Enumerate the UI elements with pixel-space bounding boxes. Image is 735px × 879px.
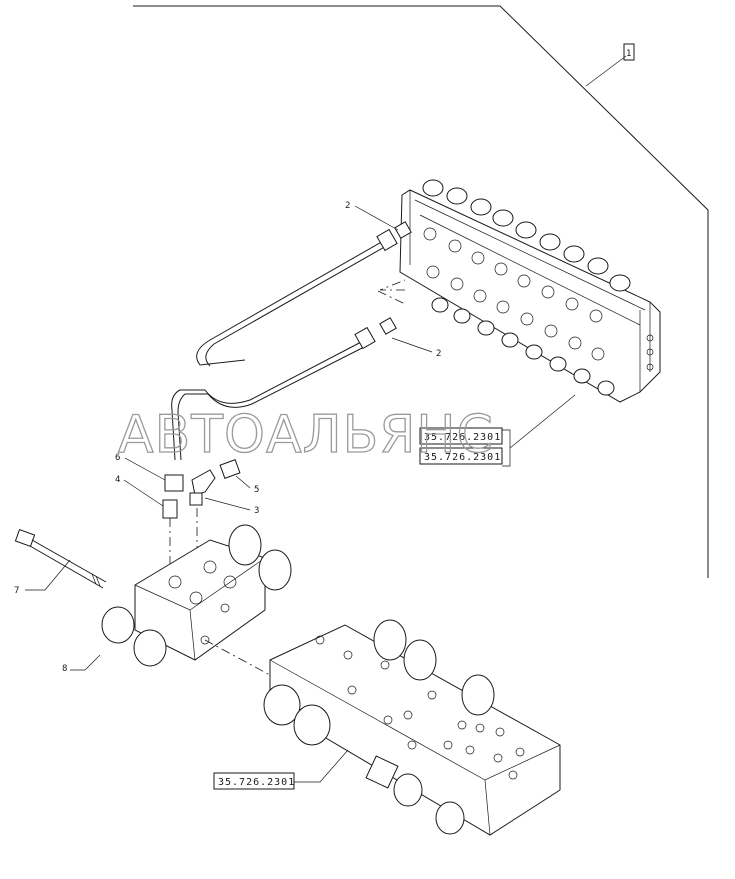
callout-6-label: 6 — [115, 453, 120, 463]
callout-8-label: 8 — [62, 664, 67, 674]
fitting-2-upper: 2 — [345, 201, 412, 252]
callout-1: 1 — [623, 43, 635, 61]
lower-valve-bank — [263, 619, 561, 836]
lower-reference-box: 35.726.2301 — [213, 749, 349, 790]
callout-2b-label: 2 — [436, 349, 441, 359]
callout-5-label: 5 — [254, 485, 259, 495]
fitting-2-lower: 2 — [354, 317, 441, 359]
upper-center-lines — [377, 279, 406, 305]
callout-7-label: 7 — [14, 586, 19, 596]
upper-ref-b: 35.726.2301 — [424, 452, 501, 463]
upper-reference-box: 35.726.2301 35.726.2301 — [419, 394, 576, 467]
upper-valve-bank — [399, 179, 661, 403]
upper-bank-ports — [423, 227, 605, 361]
upper-ref-a: 35.726.2301 — [424, 432, 501, 443]
upper-bank-bottom-spools — [431, 297, 615, 396]
upper-bank-spool-caps — [422, 179, 631, 292]
callout-4-label: 4 — [115, 475, 120, 485]
nut-5 — [219, 459, 241, 479]
adapter-4 — [162, 499, 178, 519]
callout-2a-label: 2 — [345, 201, 350, 211]
group-bracket-lines — [133, 5, 709, 578]
callout-3-label: 3 — [254, 506, 259, 516]
lower-ref: 35.726.2301 — [218, 777, 295, 788]
watermark-text: АВТОАЛЬЯНС — [118, 405, 494, 465]
section-valve-8: 8 — [62, 524, 292, 676]
elbow-3 — [191, 469, 216, 496]
fittings-cluster: 6 4 3 5 — [115, 453, 259, 580]
bolt-7: 7 — [14, 528, 107, 596]
callout-1-label: 1 — [626, 49, 631, 59]
hydraulic-pipes — [171, 239, 389, 461]
nut-6 — [164, 474, 184, 492]
